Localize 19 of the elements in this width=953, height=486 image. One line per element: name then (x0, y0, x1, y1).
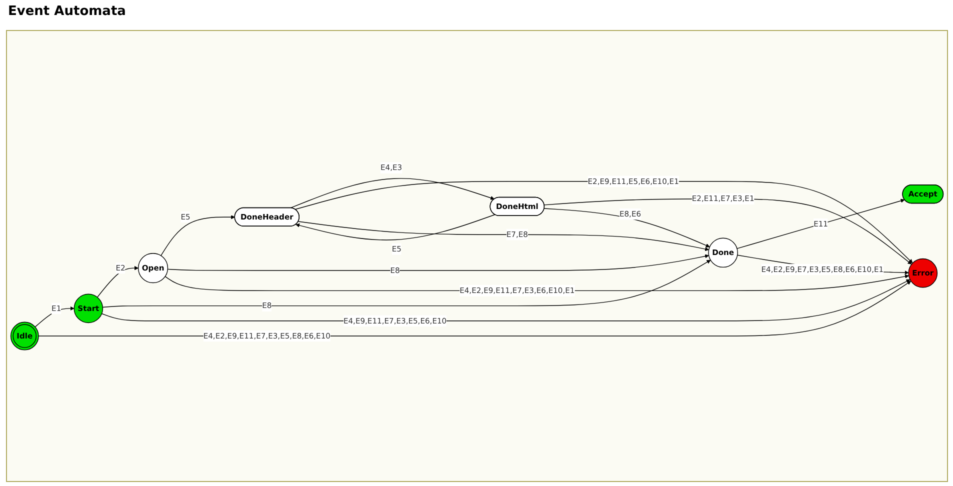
node-circle (138, 253, 168, 284)
arrow (296, 214, 496, 240)
arrow (96, 266, 138, 298)
arrow (544, 208, 710, 248)
arrow (298, 221, 709, 252)
arrow (102, 260, 711, 308)
arrow (544, 198, 912, 264)
node-circle (708, 238, 738, 268)
node-circle (908, 258, 938, 288)
arrow (736, 198, 905, 249)
arrow (34, 306, 74, 328)
diagram-title: Event Automata (7, 3, 127, 21)
arrow (290, 178, 495, 208)
arrow (294, 181, 913, 264)
arrow (160, 215, 236, 256)
arrow (167, 254, 709, 271)
arrow (38, 280, 912, 336)
arrow (101, 279, 910, 322)
node-circle (74, 294, 104, 324)
